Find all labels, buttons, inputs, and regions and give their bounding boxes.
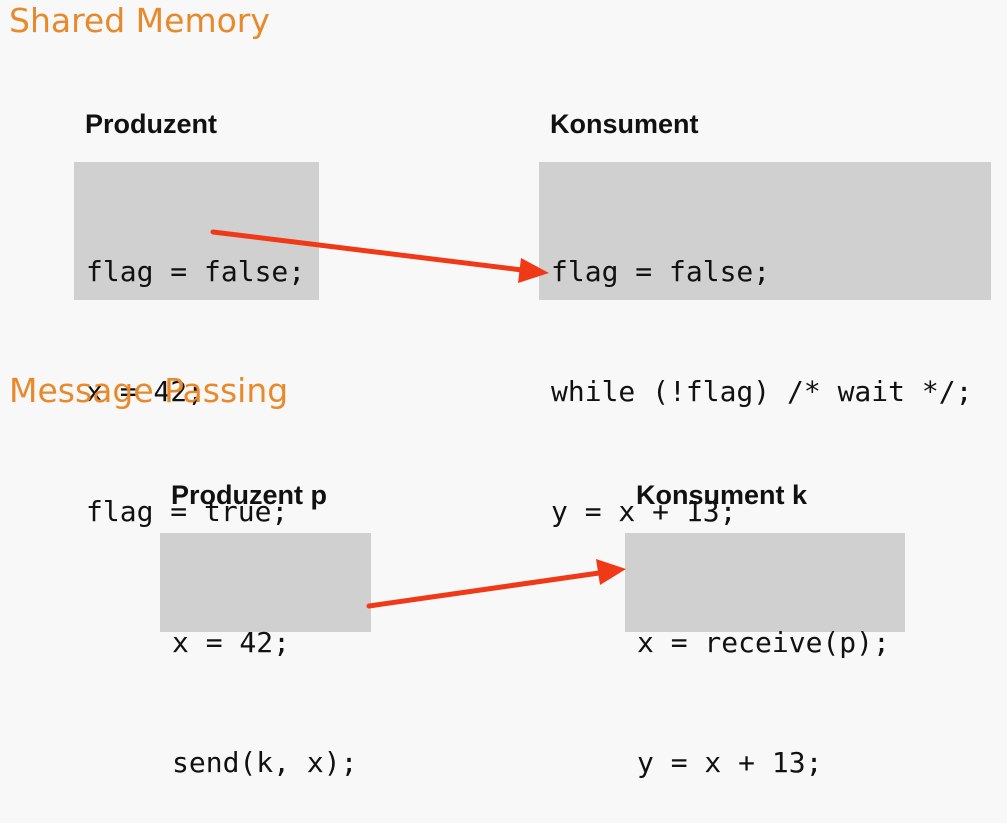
code-line: x = 42; — [86, 375, 205, 408]
shared-memory-producer-label: Produzent — [85, 109, 217, 139]
code-line: x = receive(p); — [637, 626, 890, 659]
code-line: flag = true; — [86, 495, 289, 528]
code-line: y = x + 13; — [551, 495, 737, 528]
code-line: while (!flag) /* wait */; — [551, 375, 973, 408]
message-passing-producer-code: x = 42; send(k, x); — [160, 533, 371, 779]
message-passing-arrow-shaft — [366, 570, 602, 609]
message-passing-title: Message Passing — [9, 371, 289, 410]
shared-memory-producer-code: flag = false; x = 42; flag = true; — [74, 162, 319, 528]
code-line: x = 42; — [172, 626, 291, 659]
message-passing-consumer-label: Konsument k — [636, 480, 808, 510]
shared-memory-title: Shared Memory — [9, 1, 270, 40]
code-line: y = x + 13; — [637, 746, 823, 779]
shared-memory-consumer-label: Konsument — [550, 109, 699, 139]
code-line: send(k, x); — [172, 746, 358, 779]
code-line: flag = false; — [86, 255, 306, 288]
message-passing-consumer-code: x = receive(p); y = x + 13; — [625, 533, 905, 779]
code-line: flag = false; — [551, 255, 771, 288]
message-passing-producer-label: Produzent p — [171, 480, 327, 510]
shared-memory-consumer-code: flag = false; while (!flag) /* wait */; … — [539, 162, 991, 528]
